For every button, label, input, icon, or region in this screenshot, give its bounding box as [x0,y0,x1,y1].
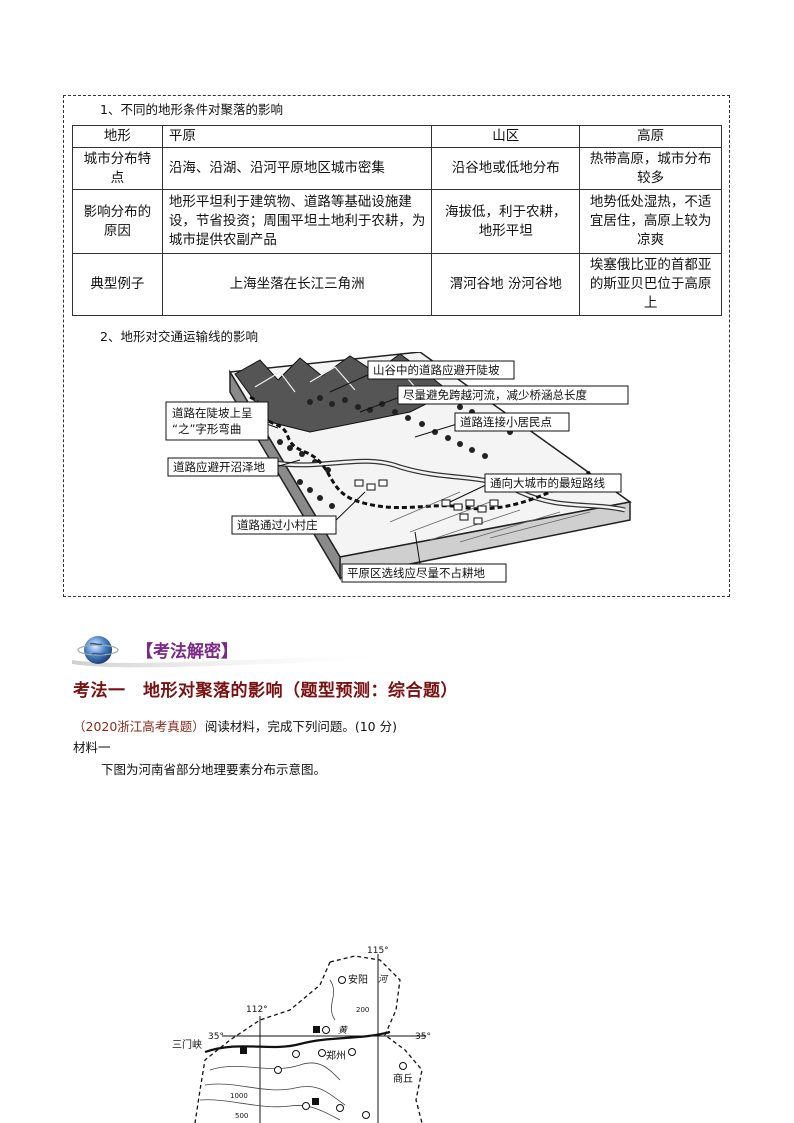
map-marker [292,1050,300,1058]
cell-plateau: 埃塞俄比亚的首都亚的斯亚贝巴位于高原上 [579,253,722,316]
row-label: 影响分布的原因 [72,189,163,254]
label-pass-village: 道路通过小村庄 [237,518,318,532]
globe-icon [77,636,119,664]
table-row: 典型例子 上海坐落在长江三角洲 渭河谷地 汾河谷地 埃塞俄比亚的首都亚的斯亚贝巴… [72,253,722,316]
map-marker [322,1026,330,1034]
row-label: 典型例子 [72,253,163,316]
lat-label-left: 35° [208,1032,224,1042]
label-valley-road: 山谷中的道路应避开陡坡 [373,363,500,377]
label-connect-settlements: 道路连接小居民点 [460,415,552,429]
section-title-settlement: 1、不同的地形条件对聚落的影响 [100,102,283,117]
map-marker [302,1102,310,1110]
question-source: （2020浙江高考真题） [73,719,205,734]
map-marker [336,1104,344,1112]
city-marker-shangqiu [399,1062,407,1070]
row-label: 城市分布特点 [72,147,163,190]
contour-label-1000: 1000 [230,1092,248,1100]
section-banner [72,636,402,668]
label-avoid-farmland: 平原区选线应尽量不占耕地 [347,566,485,580]
header-plateau: 高原 [579,125,722,148]
river-label-wei: 河 [378,974,389,985]
method-title: 考法一 地形对聚落的影响（题型预测：综合题） [73,681,458,701]
table-row: 城市分布特点 沿海、沿湖、沿河平原地区城市密集 沿谷地或低地分布 热带高原，城市… [72,147,722,190]
city-label-zhengzhou: 郑州 [326,1049,346,1062]
city-marker-zhengzhou [318,1049,326,1057]
header-terrain: 地形 [72,125,163,148]
lon-label-112: 112° [246,1005,268,1015]
cell-plateau: 地势低处湿热，不适宜居住，高原上较为凉爽 [579,189,722,254]
map-marker [312,1098,319,1105]
swoosh-decoration [72,654,402,668]
banner-title: 【考法解密】 [136,642,238,662]
map-marker [313,1026,320,1033]
city-label-sanmenxia: 三门峡 [172,1038,202,1051]
province-boundary-west [194,961,331,1123]
table-row: 影响分布的原因 地形平坦利于建筑物、道路等基础设施建设，节省投资；周围平坦土地利… [72,189,722,254]
map-marker [274,1066,282,1074]
contour-label-500: 500 [235,1112,248,1120]
table-header-row: 地形 平原 山区 高原 [72,125,722,148]
transport-line-diagram: 山谷中的道路应避开陡坡 尽量避免跨越河流，减少桥涵总长度 道路在陡坡上呈 “之”… [165,352,632,583]
lat-label-right: 35° [415,1032,431,1042]
map-marker [348,1048,356,1056]
question-text: 阅读材料，完成下列问题。(10 分) [204,719,397,734]
header-plain: 平原 [161,125,433,148]
henan-map: 115° 112° 35° 35° 黄 河 200 1000 500 安阳 三门… [172,946,431,1123]
yellow-river [204,1030,391,1054]
cell-plain: 地形平坦利于建筑物、道路等基础设施建设，节省投资；周围平坦土地利于农耕，为城市提… [161,189,433,254]
river-label-huang: 黄 [338,1025,348,1036]
city-marker-anyang [338,976,346,984]
question-line: （2020浙江高考真题）阅读材料，完成下列问题。(10 分) [73,716,397,735]
city-marker-sanmenxia [240,1047,247,1054]
cell-mountain: 渭河谷地 汾河谷地 [431,253,581,316]
city-label-shangqiu: 商丘 [393,1072,413,1085]
label-zigzag-road-2: “之”字形弯曲 [172,422,241,436]
terrain-settlement-table: 地形 平原 山区 高原 城市分布特点 沿海、沿湖、沿河平原地区城市密集 沿谷地或… [72,125,722,316]
section-title-transport: 2、地形对交通运输线的影响 [100,329,258,344]
material-label: 材料一 [73,740,111,755]
label-avoid-swamp: 道路应避开沼泽地 [173,460,265,474]
lon-label-115: 115° [367,946,389,956]
province-boundary [329,955,423,1123]
cell-mountain: 沿谷地或低地分布 [431,147,581,190]
material-description: 下图为河南省部分地理要素分布示意图。 [101,762,327,777]
label-zigzag-road-1: 道路在陡坡上呈 [172,406,253,420]
cell-mountain: 海拔低，利于农耕，地形平坦 [431,189,581,254]
map-marker [362,1111,370,1119]
cell-plain: 沿海、沿湖、沿河平原地区城市密集 [161,147,433,190]
header-mountain: 山区 [431,125,581,148]
cell-plain: 上海坐落在长江三角洲 [161,253,433,316]
label-avoid-river: 尽量避免跨越河流，减少桥涵总长度 [403,388,587,402]
cell-plateau: 热带高原，城市分布较多 [579,147,722,190]
city-label-anyang: 安阳 [348,973,368,986]
content-frame [63,95,730,597]
contour-label-200: 200 [356,1006,369,1014]
label-shortest-route: 通向大城市的最短路线 [490,476,605,490]
